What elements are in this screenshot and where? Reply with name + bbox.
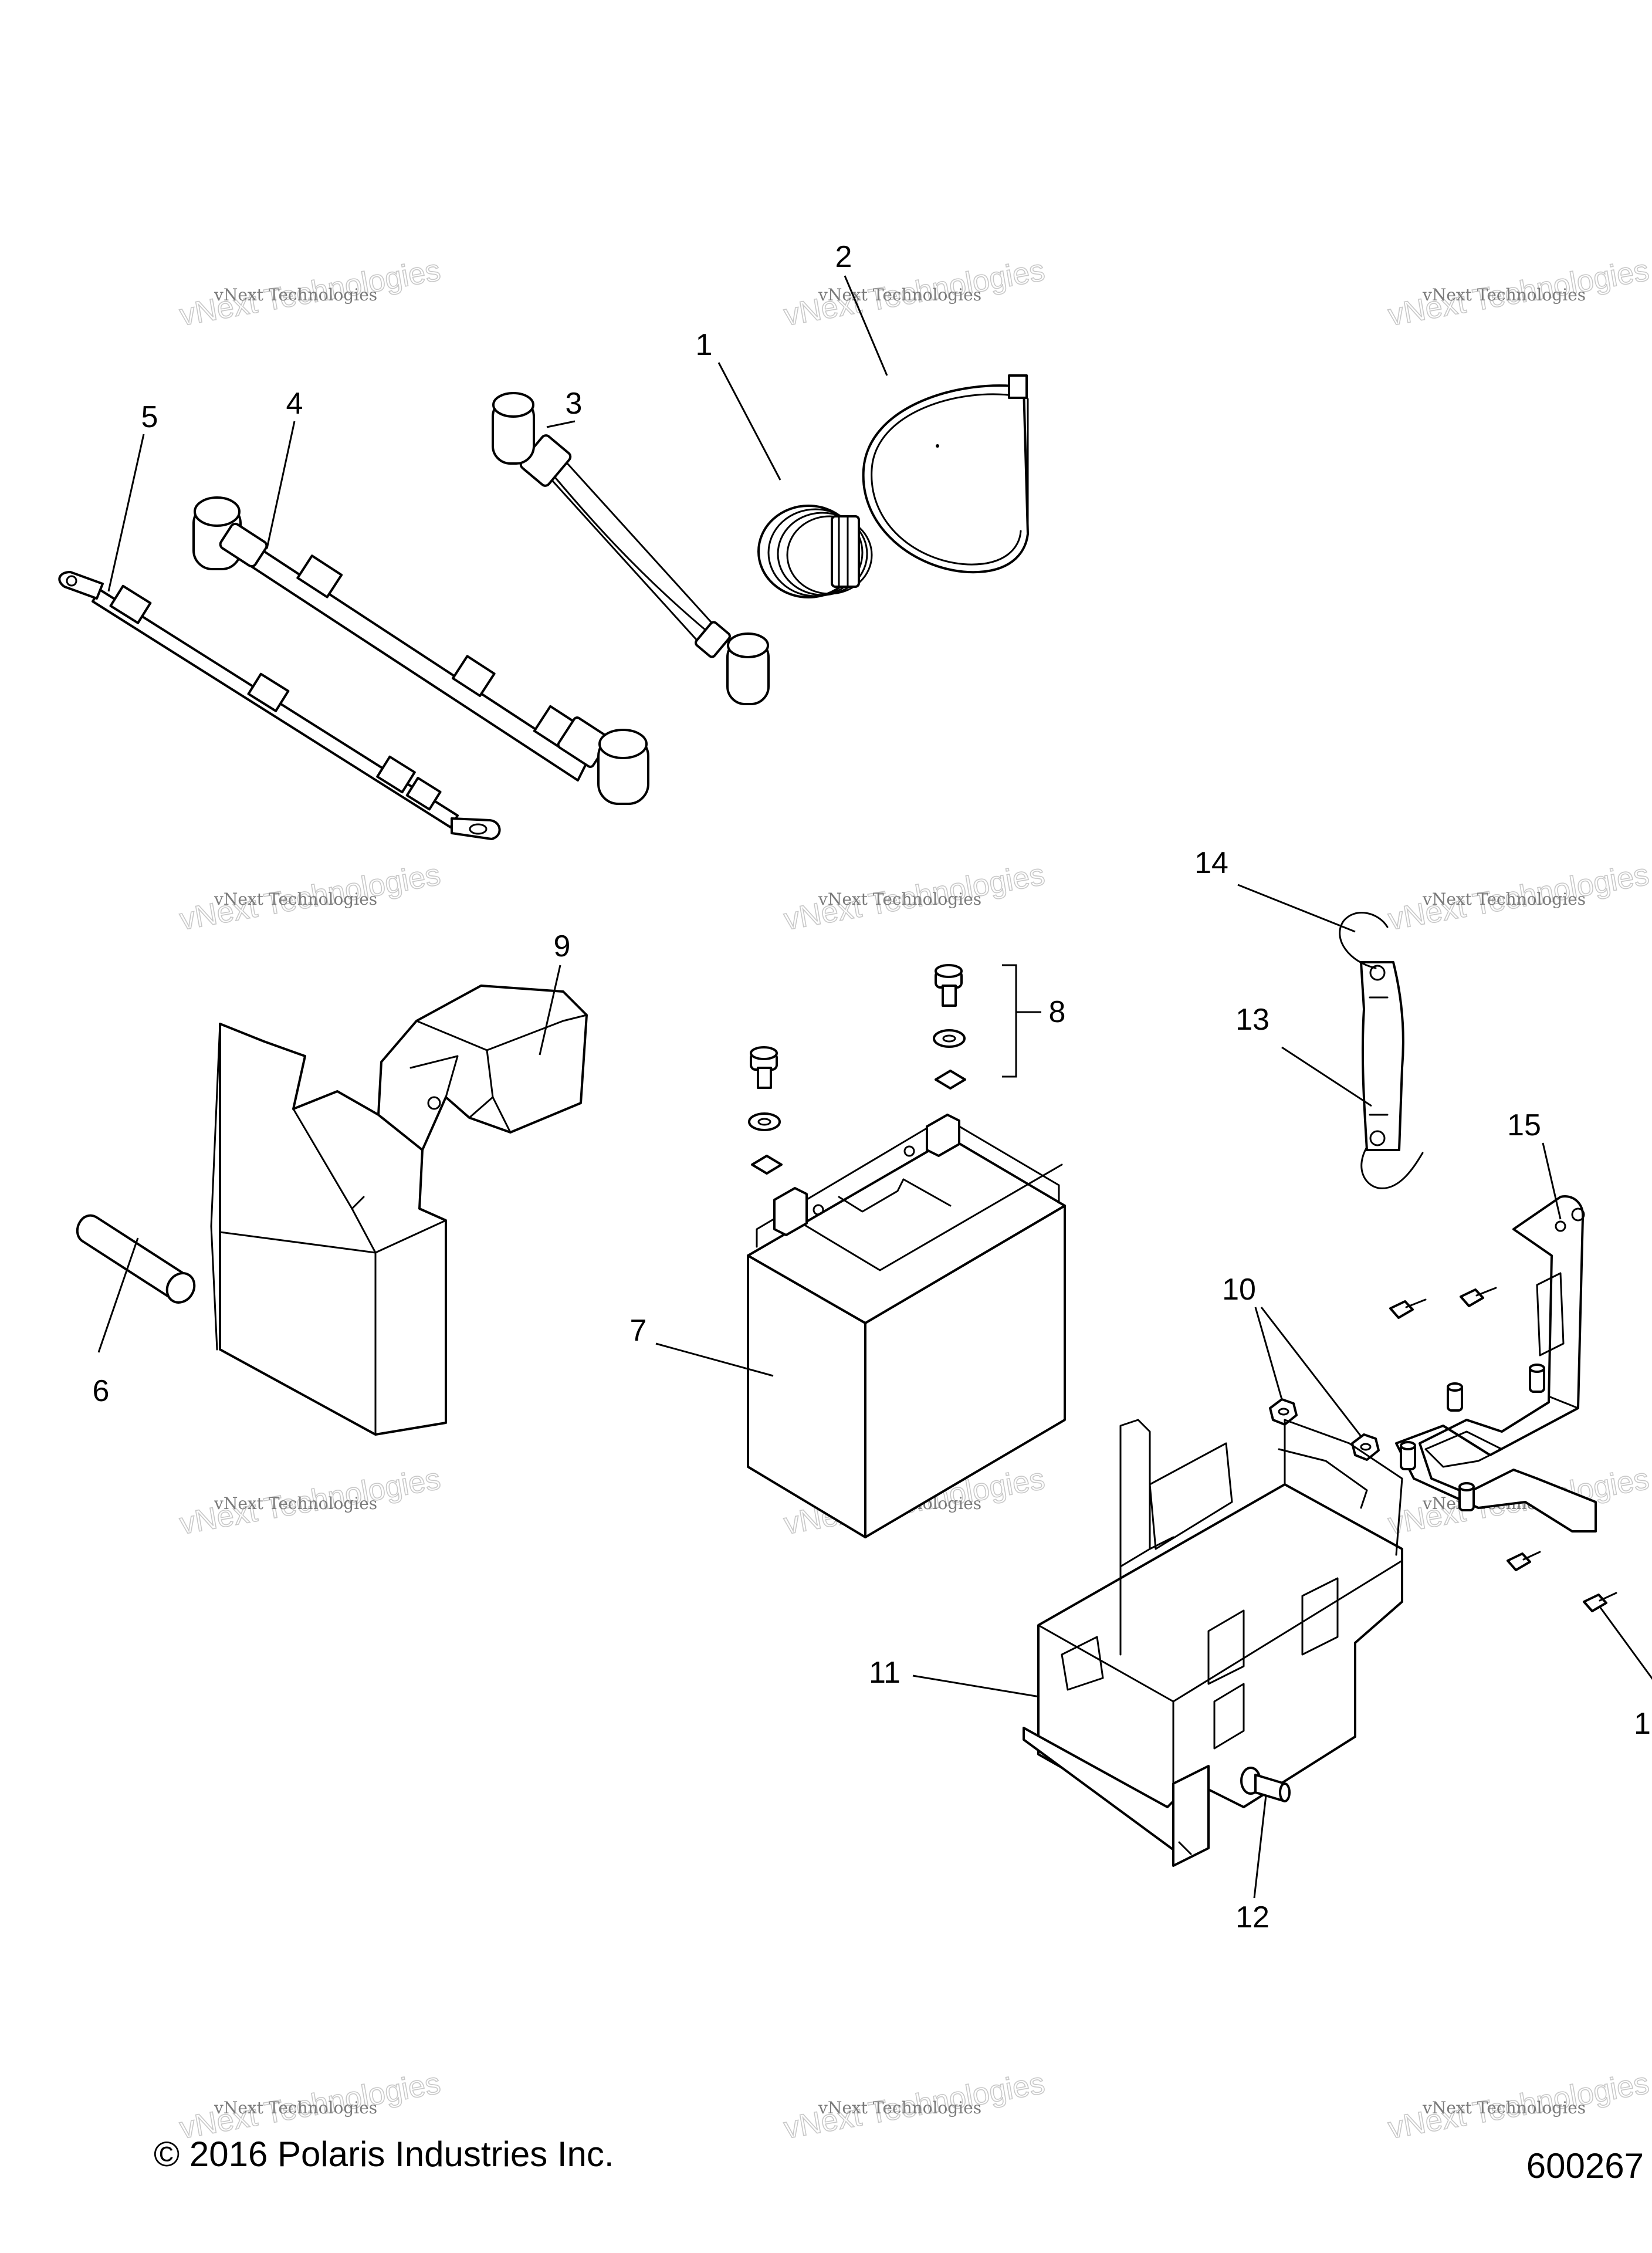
part-10-nuts [1269, 1398, 1380, 1461]
callout-14: 14 [1194, 846, 1228, 880]
callout-15: 15 [1507, 1108, 1541, 1142]
callout-3: 3 [566, 387, 583, 421]
part-11-battery-tray [1023, 1419, 1403, 1867]
part-4-battery-cable [192, 496, 649, 805]
part-12-stud [1240, 1767, 1291, 1802]
part-5-ground-cable [58, 571, 501, 840]
watermark-text: vNext Technologies [818, 2098, 981, 2117]
leader-14 [1237, 884, 1356, 933]
callout-10: 10 [1222, 1273, 1256, 1307]
watermark-text: vNext Technologies [1422, 2098, 1586, 2117]
leader-1 [717, 362, 781, 481]
leader-15 [1542, 1142, 1562, 1220]
leader-4 [266, 421, 296, 549]
callout-labels: 1 2 3 4 5 6 7 8 9 10 11 12 13 14 15 16 [93, 240, 1652, 1934]
watermark: vNext Technologies vNext Technologies [781, 857, 1048, 938]
part-3-battery-cable [492, 392, 770, 705]
watermark: vNext Technologies vNext Technologies [177, 1462, 444, 1542]
leader-12 [1253, 1795, 1267, 1899]
callout-13: 13 [1235, 1003, 1270, 1037]
callout-7: 7 [630, 1314, 647, 1348]
figure-number: 600267 [1526, 2146, 1644, 2186]
watermark-text: vNext Technologies [214, 285, 377, 305]
part-13-strap [1360, 961, 1404, 1151]
watermark-text: vNext Technologies [214, 2098, 377, 2117]
callout-5: 5 [141, 400, 158, 434]
watermark: vNext Technologies vNext Technologies [1385, 2066, 1652, 2146]
leader-16 [1599, 1607, 1652, 1680]
leader-7 [655, 1342, 774, 1377]
watermark: vNext Technologies vNext Technologies [177, 857, 444, 938]
leader-13 [1281, 1046, 1372, 1107]
part-16-bolts [1389, 1287, 1617, 1612]
leader-11 [912, 1674, 1040, 1698]
part-7-battery [747, 1114, 1066, 1538]
part-1-cable-ties [757, 505, 873, 598]
watermark-text: vNext Technologies [818, 889, 981, 909]
leader-10b [1260, 1307, 1362, 1437]
callout-9: 9 [554, 929, 571, 963]
part-8-terminal-hardware [748, 964, 1017, 1175]
callout-4: 4 [286, 387, 303, 421]
callout-6: 6 [93, 1374, 110, 1408]
part-15-bracket [1395, 1195, 1597, 1533]
watermark-text: vNext Technologies [214, 889, 377, 909]
watermark: vNext Technologies vNext Technologies [781, 253, 1048, 333]
leader-5 [107, 434, 145, 592]
watermark-text: vNext Technologies [214, 1494, 377, 1513]
watermark-text: vNext Technologies [1422, 889, 1586, 909]
leader-9 [539, 965, 561, 1056]
watermark: vNext Technologies vNext Technologies [177, 2066, 444, 2146]
watermark: vNext Technologies vNext Technologies [781, 2066, 1048, 2146]
part-9-battery-cover [210, 985, 588, 1436]
leader-lines [97, 275, 1652, 1899]
watermark: vNext Technologies vNext Technologies [1385, 857, 1652, 938]
leader-2 [844, 275, 888, 376]
watermark: vNext Technologies vNext Technologies [177, 253, 444, 333]
callout-11: 11 [869, 1656, 901, 1690]
part-2-cable-tie [862, 374, 1029, 574]
callout-12: 12 [1235, 1900, 1270, 1934]
watermark: vNext Technologies vNext Technologies [1385, 253, 1652, 333]
callout-2: 2 [835, 240, 852, 274]
part-6-sleeve [76, 1214, 196, 1304]
leader-6 [97, 1237, 139, 1353]
watermark-text: vNext Technologies [1422, 285, 1586, 305]
leader-3 [546, 420, 576, 428]
part-14-hook [1339, 912, 1424, 1189]
copyright-text: © 2016 Polaris Industries Inc. [154, 2134, 614, 2174]
leader-10a [1254, 1307, 1283, 1400]
callout-1: 1 [696, 328, 713, 362]
watermark-text: vNext Technologies [818, 285, 981, 305]
callout-8: 8 [1049, 995, 1066, 1029]
callout-16: 16 [1634, 1707, 1652, 1741]
